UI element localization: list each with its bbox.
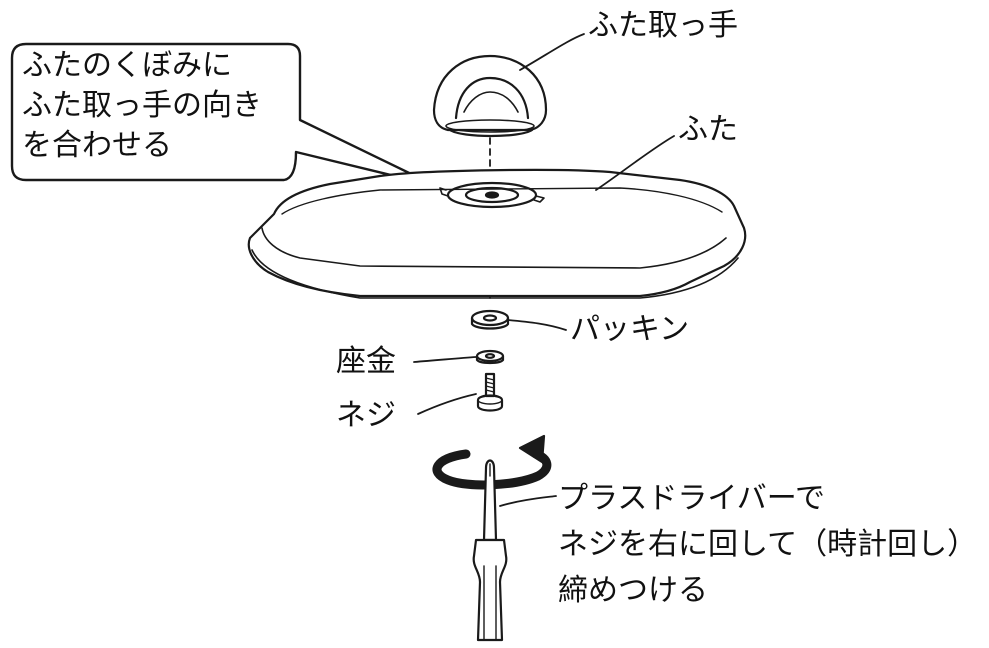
instruction-text: プラスドライバーで ネジを右に回して（時計回し） 締めつける — [558, 476, 977, 614]
leader-screwdriver — [499, 495, 557, 507]
leader-lid — [595, 135, 675, 191]
callout-line-1: ふたのくぼみに — [22, 48, 232, 83]
screw-part — [476, 372, 504, 412]
instruction-line-3: 締めつける — [558, 573, 708, 608]
label-screw: ネジ — [336, 398, 396, 433]
packing-part — [470, 309, 510, 330]
leader-lines — [413, 33, 675, 507]
label-lid: ふた — [678, 112, 738, 147]
instruction-line-1: プラスドライバーで — [558, 481, 825, 516]
callout-line-2: ふた取っ手の向き — [22, 88, 262, 123]
screwdriver-part — [472, 459, 508, 642]
leader-screw — [417, 393, 477, 415]
callout-text-box: ふたのくぼみに ふた取っ手の向き を合わせる — [12, 44, 300, 186]
leader-packing — [507, 319, 567, 331]
lid-handle-part — [432, 54, 548, 138]
instruction-line-2: ネジを右に回して（時計回し） — [558, 527, 978, 562]
leader-handle — [519, 33, 585, 71]
leader-washer — [413, 356, 477, 363]
washer-part — [475, 349, 505, 365]
callout-bubble — [10, 42, 438, 188]
label-packing: パッキン — [570, 312, 690, 347]
lid-part — [247, 168, 747, 299]
callout-line-3: を合わせる — [22, 128, 172, 163]
label-lid-handle: ふた取っ手 — [588, 8, 738, 43]
label-washer: 座金 — [336, 344, 396, 379]
